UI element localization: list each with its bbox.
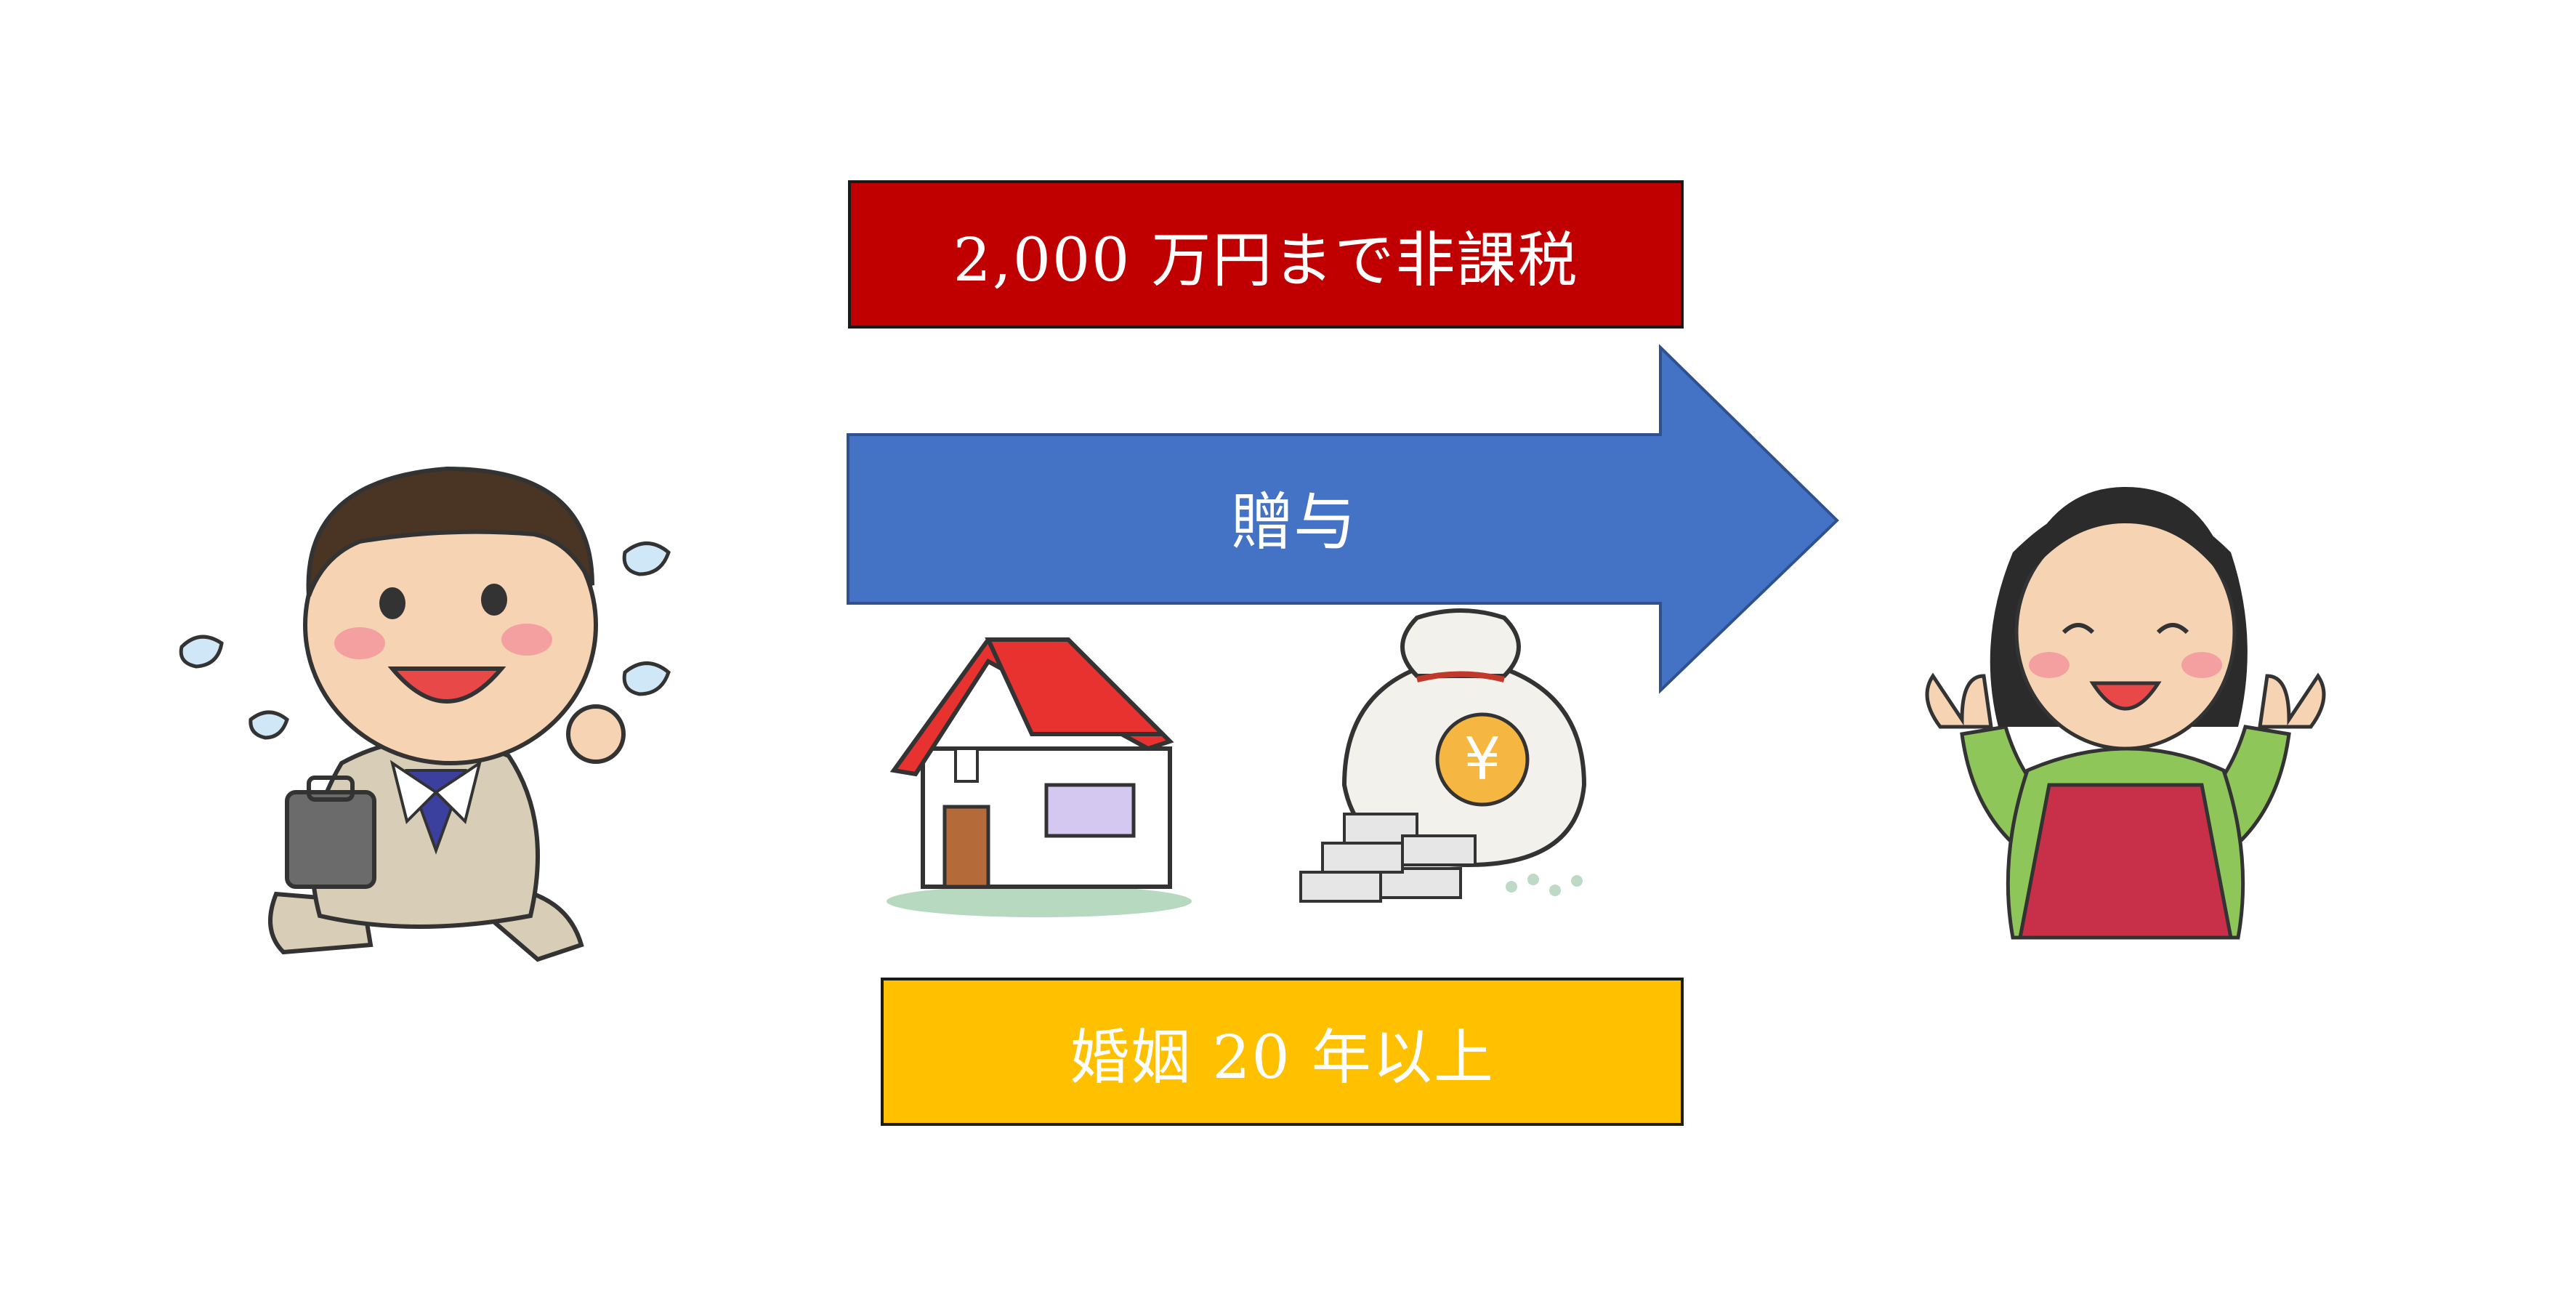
svg-text:¥: ¥ [1464, 725, 1501, 793]
tax-exempt-label: 2,000 万円まで非課税 [848, 180, 1684, 329]
marriage-condition-label: 婚姻 20 年以上 [881, 978, 1684, 1126]
arrow-label: 贈与 [1231, 486, 1356, 559]
